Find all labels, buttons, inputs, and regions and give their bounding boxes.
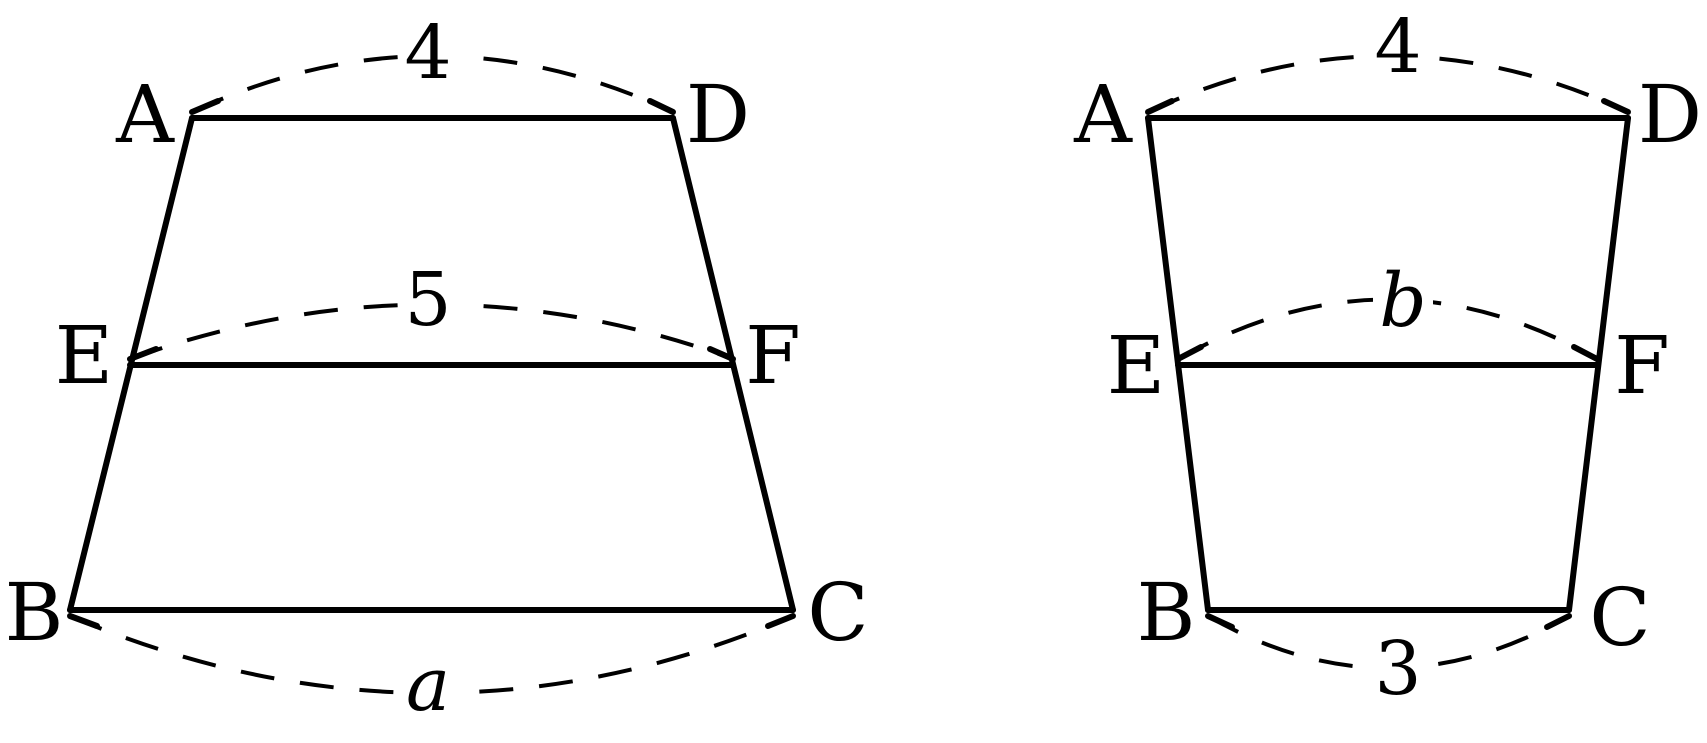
left-vertex-f: F (745, 309, 801, 402)
right-length-bc: 3 (1374, 626, 1421, 712)
right-length-ad: 4 (1374, 4, 1421, 90)
left-arrow-bc-end (765, 613, 796, 629)
left-vertex-b: B (5, 566, 64, 659)
right-side-ab (1145, 115, 1211, 613)
right-arrow-bc-start (1205, 613, 1235, 630)
left-arrow-ef-end (707, 346, 736, 362)
left-vertex-c: C (807, 566, 868, 659)
right-vertex-b: B (1137, 566, 1196, 659)
left-arrow-ef-start (127, 346, 159, 362)
right-arrow-ad-start (1145, 98, 1175, 115)
right-arrow-ad-end (1601, 98, 1631, 115)
right-arrow-ef-end (1571, 344, 1600, 362)
right-side-dc (1566, 115, 1631, 613)
right-length-ef: b (1379, 258, 1426, 344)
right-arrow-ef-start (1175, 344, 1204, 362)
right-trapezoid: 4 b 3 A D E F B C (1073, 4, 1702, 712)
left-arrow-ad-start (189, 98, 221, 115)
left-arrow-ad-end (647, 98, 676, 115)
right-vertex-d: D (1638, 68, 1702, 161)
left-trapezoid: 4 5 a A D E F B C (5, 10, 869, 728)
right-arrow-bc-end (1544, 613, 1572, 630)
right-vertex-c: C (1589, 571, 1650, 664)
right-brace-ef (1177, 297, 1598, 361)
left-vertex-e: E (55, 309, 113, 402)
left-length-ef: 5 (404, 257, 451, 343)
left-side-ab (67, 115, 195, 613)
right-vertex-e: E (1107, 319, 1165, 412)
left-arrow-bc-start (67, 613, 100, 629)
left-vertex-a: A (115, 68, 175, 161)
left-length-bc: a (406, 642, 450, 728)
right-vertex-f: F (1614, 319, 1670, 412)
left-length-ad: 4 (404, 10, 451, 96)
right-vertex-a: A (1073, 68, 1133, 161)
left-vertex-d: D (686, 68, 750, 161)
left-side-dc (670, 115, 796, 613)
